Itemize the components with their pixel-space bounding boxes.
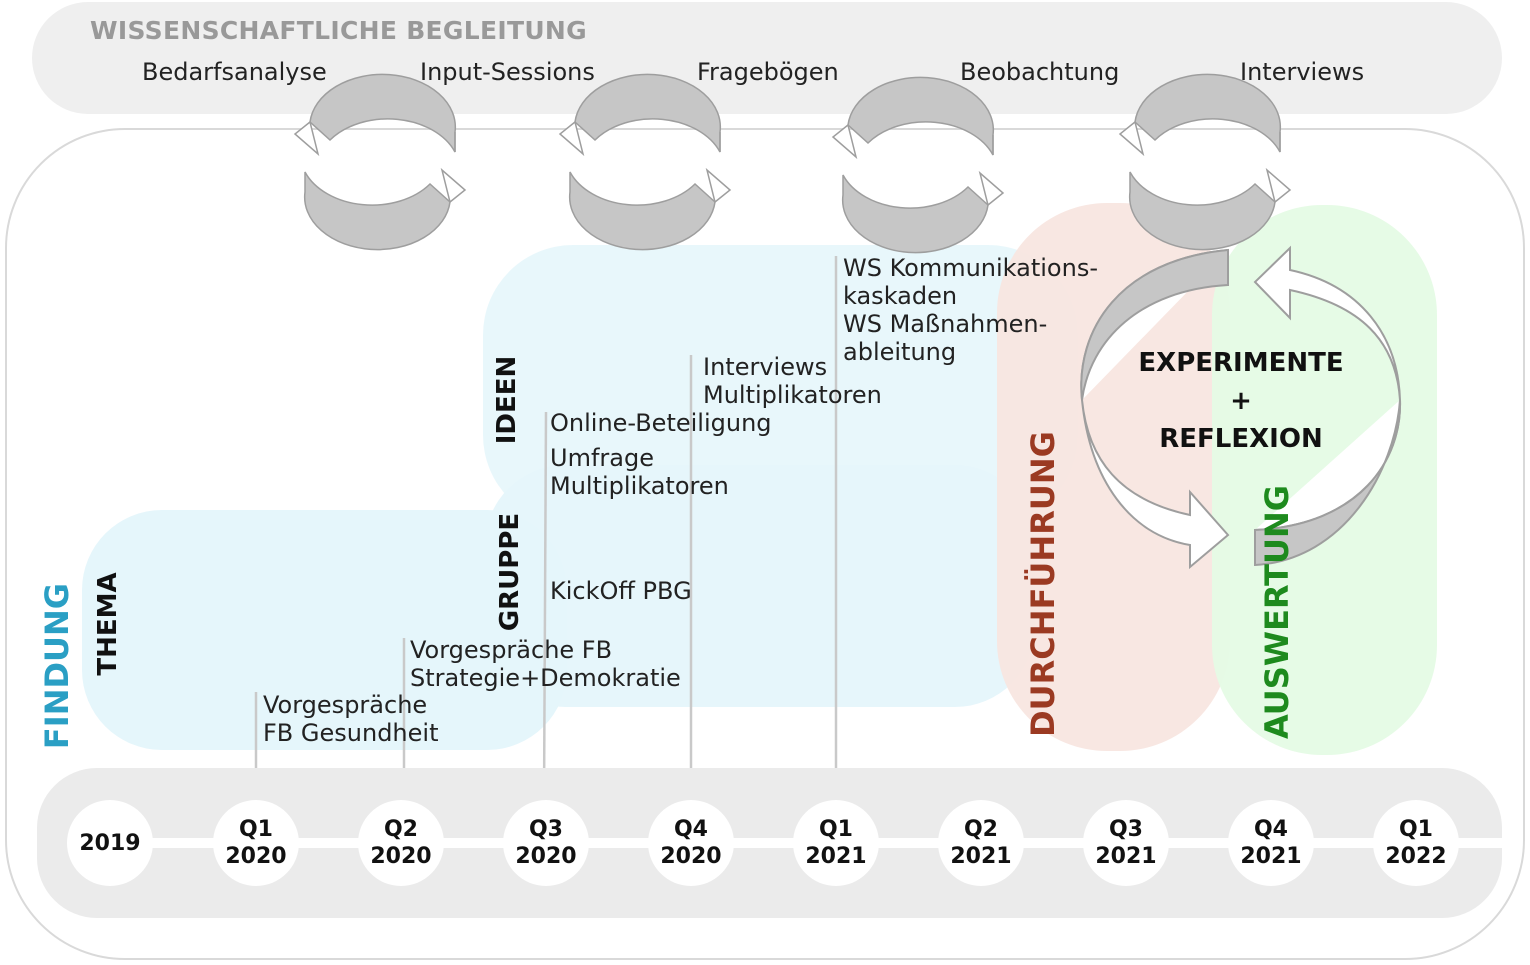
milestone-online-beteiligung: Online-Beteiligung xyxy=(550,409,772,437)
method-bedarfsanalyse: Bedarfsanalyse xyxy=(142,58,327,86)
timeline-quarter: Q4 xyxy=(1253,817,1288,842)
milestone-line: Vorgespräche FB xyxy=(410,636,613,664)
section-title: WISSENSCHAFTLICHE BEGLEITUNG xyxy=(90,16,587,45)
timeline-quarter: Q2 xyxy=(963,817,998,842)
timeline-node-q4-2021: Q4 2021 xyxy=(1228,800,1314,886)
milestone-line: Umfrage xyxy=(550,444,654,472)
milestone-line: WS Maßnahmen- xyxy=(843,310,1048,338)
milestone-line: KickOff PBG xyxy=(550,577,692,605)
timeline-node-q3-2021: Q3 2021 xyxy=(1083,800,1169,886)
phase-label-ideen: IDEEN xyxy=(492,355,522,445)
milestone-interviews: Interviews Multiplikatoren xyxy=(703,353,882,409)
milestone-line: WS Kommunikations- xyxy=(843,254,1098,282)
cycle-text-plus: + xyxy=(1230,386,1252,416)
timeline-quarter: Q2 xyxy=(383,817,418,842)
phase-label-findung: FINDUNG xyxy=(38,582,76,750)
timeline-node-q1-2022: Q1 2022 xyxy=(1373,800,1459,886)
method-input-sessions: Input-Sessions xyxy=(420,58,595,86)
timeline-quarter: Q1 xyxy=(818,817,853,842)
phase-label-thema: THEMA xyxy=(93,572,123,676)
timeline-node-2019: 2019 xyxy=(67,800,153,886)
timeline-quarter: Q1 xyxy=(1398,817,1433,842)
phase-label-auswertung: AUSWERTUNG xyxy=(1258,484,1296,740)
milestone-line: ableitung xyxy=(843,338,957,366)
milestone-vorgespraeche-gesundheit: Vorgespräche FB Gesundheit xyxy=(263,691,438,747)
milestone-line: Multiplikatoren xyxy=(550,472,729,500)
cycle-text-experimente: EXPERIMENTE xyxy=(1138,348,1344,378)
timeline-year: 2022 xyxy=(1385,844,1447,869)
milestone-line: Multiplikatoren xyxy=(703,381,882,409)
timeline-year: 2021 xyxy=(805,844,867,869)
cycle-arrow-1 xyxy=(294,73,466,251)
milestone-line: Strategie+Demokratie xyxy=(410,664,681,692)
timeline-node-q2-2020: Q2 2020 xyxy=(358,800,444,886)
phase-label-gruppe: GRUPPE xyxy=(495,512,525,632)
method-interviews: Interviews xyxy=(1240,58,1365,86)
milestone-kickoff: KickOff PBG xyxy=(550,577,692,605)
timeline-quarter: 2019 xyxy=(79,830,141,856)
timeline-year: 2020 xyxy=(370,844,432,869)
milestone-umfrage: Umfrage Multiplikatoren xyxy=(550,444,729,500)
cycle-arrow-4 xyxy=(1119,73,1291,251)
timeline-year: 2020 xyxy=(225,844,287,869)
timeline-quarter: Q3 xyxy=(1108,817,1143,842)
milestone-workshops: WS Kommunikations- kaskaden WS Maßnahmen… xyxy=(843,254,1098,366)
milestone-line: Interviews xyxy=(703,353,828,381)
timeline-node-q4-2020: Q4 2020 xyxy=(648,800,734,886)
phase-label-durchfuehrung: DURCHFÜHRUNG xyxy=(1024,431,1062,737)
thema-blob xyxy=(82,510,567,750)
timeline-node-q2-2021: Q2 2021 xyxy=(938,800,1024,886)
milestone-line: Online-Beteiligung xyxy=(550,409,772,437)
timeline-year: 2021 xyxy=(1095,844,1157,869)
timeline-node-q1-2021: Q1 2021 xyxy=(793,800,879,886)
timeline-year: 2020 xyxy=(515,844,577,869)
timeline-year: 2021 xyxy=(1240,844,1302,869)
timeline-quarter: Q4 xyxy=(673,817,708,842)
timeline-node-q1-2020: Q1 2020 xyxy=(213,800,299,886)
cycle-text-reflexion: REFLEXION xyxy=(1159,424,1323,454)
cycle-arrow-3 xyxy=(832,76,1004,254)
method-frageboegen: Fragebögen xyxy=(697,58,839,86)
gruppe-blob xyxy=(485,465,1035,707)
experiment-cycle-arrows xyxy=(1080,245,1402,570)
milestone-vorgespraeche-strategie: Vorgespräche FB Strategie+Demokratie xyxy=(410,636,681,692)
timeline-quarter: Q1 xyxy=(238,817,273,842)
milestone-line: Vorgespräche xyxy=(263,691,428,719)
milestone-line-q3-2020 xyxy=(542,411,548,801)
ideen-blob xyxy=(483,245,1078,525)
cycle-arrow-2 xyxy=(559,73,731,251)
timeline-quarter: Q3 xyxy=(528,817,563,842)
timeline-node-q3-2020: Q3 2020 xyxy=(503,800,589,886)
method-beobachtung: Beobachtung xyxy=(960,58,1120,86)
timeline-year: 2020 xyxy=(660,844,722,869)
timeline-year: 2021 xyxy=(950,844,1012,869)
milestone-line: FB Gesundheit xyxy=(263,719,439,747)
milestone-line: kaskaden xyxy=(843,282,958,310)
